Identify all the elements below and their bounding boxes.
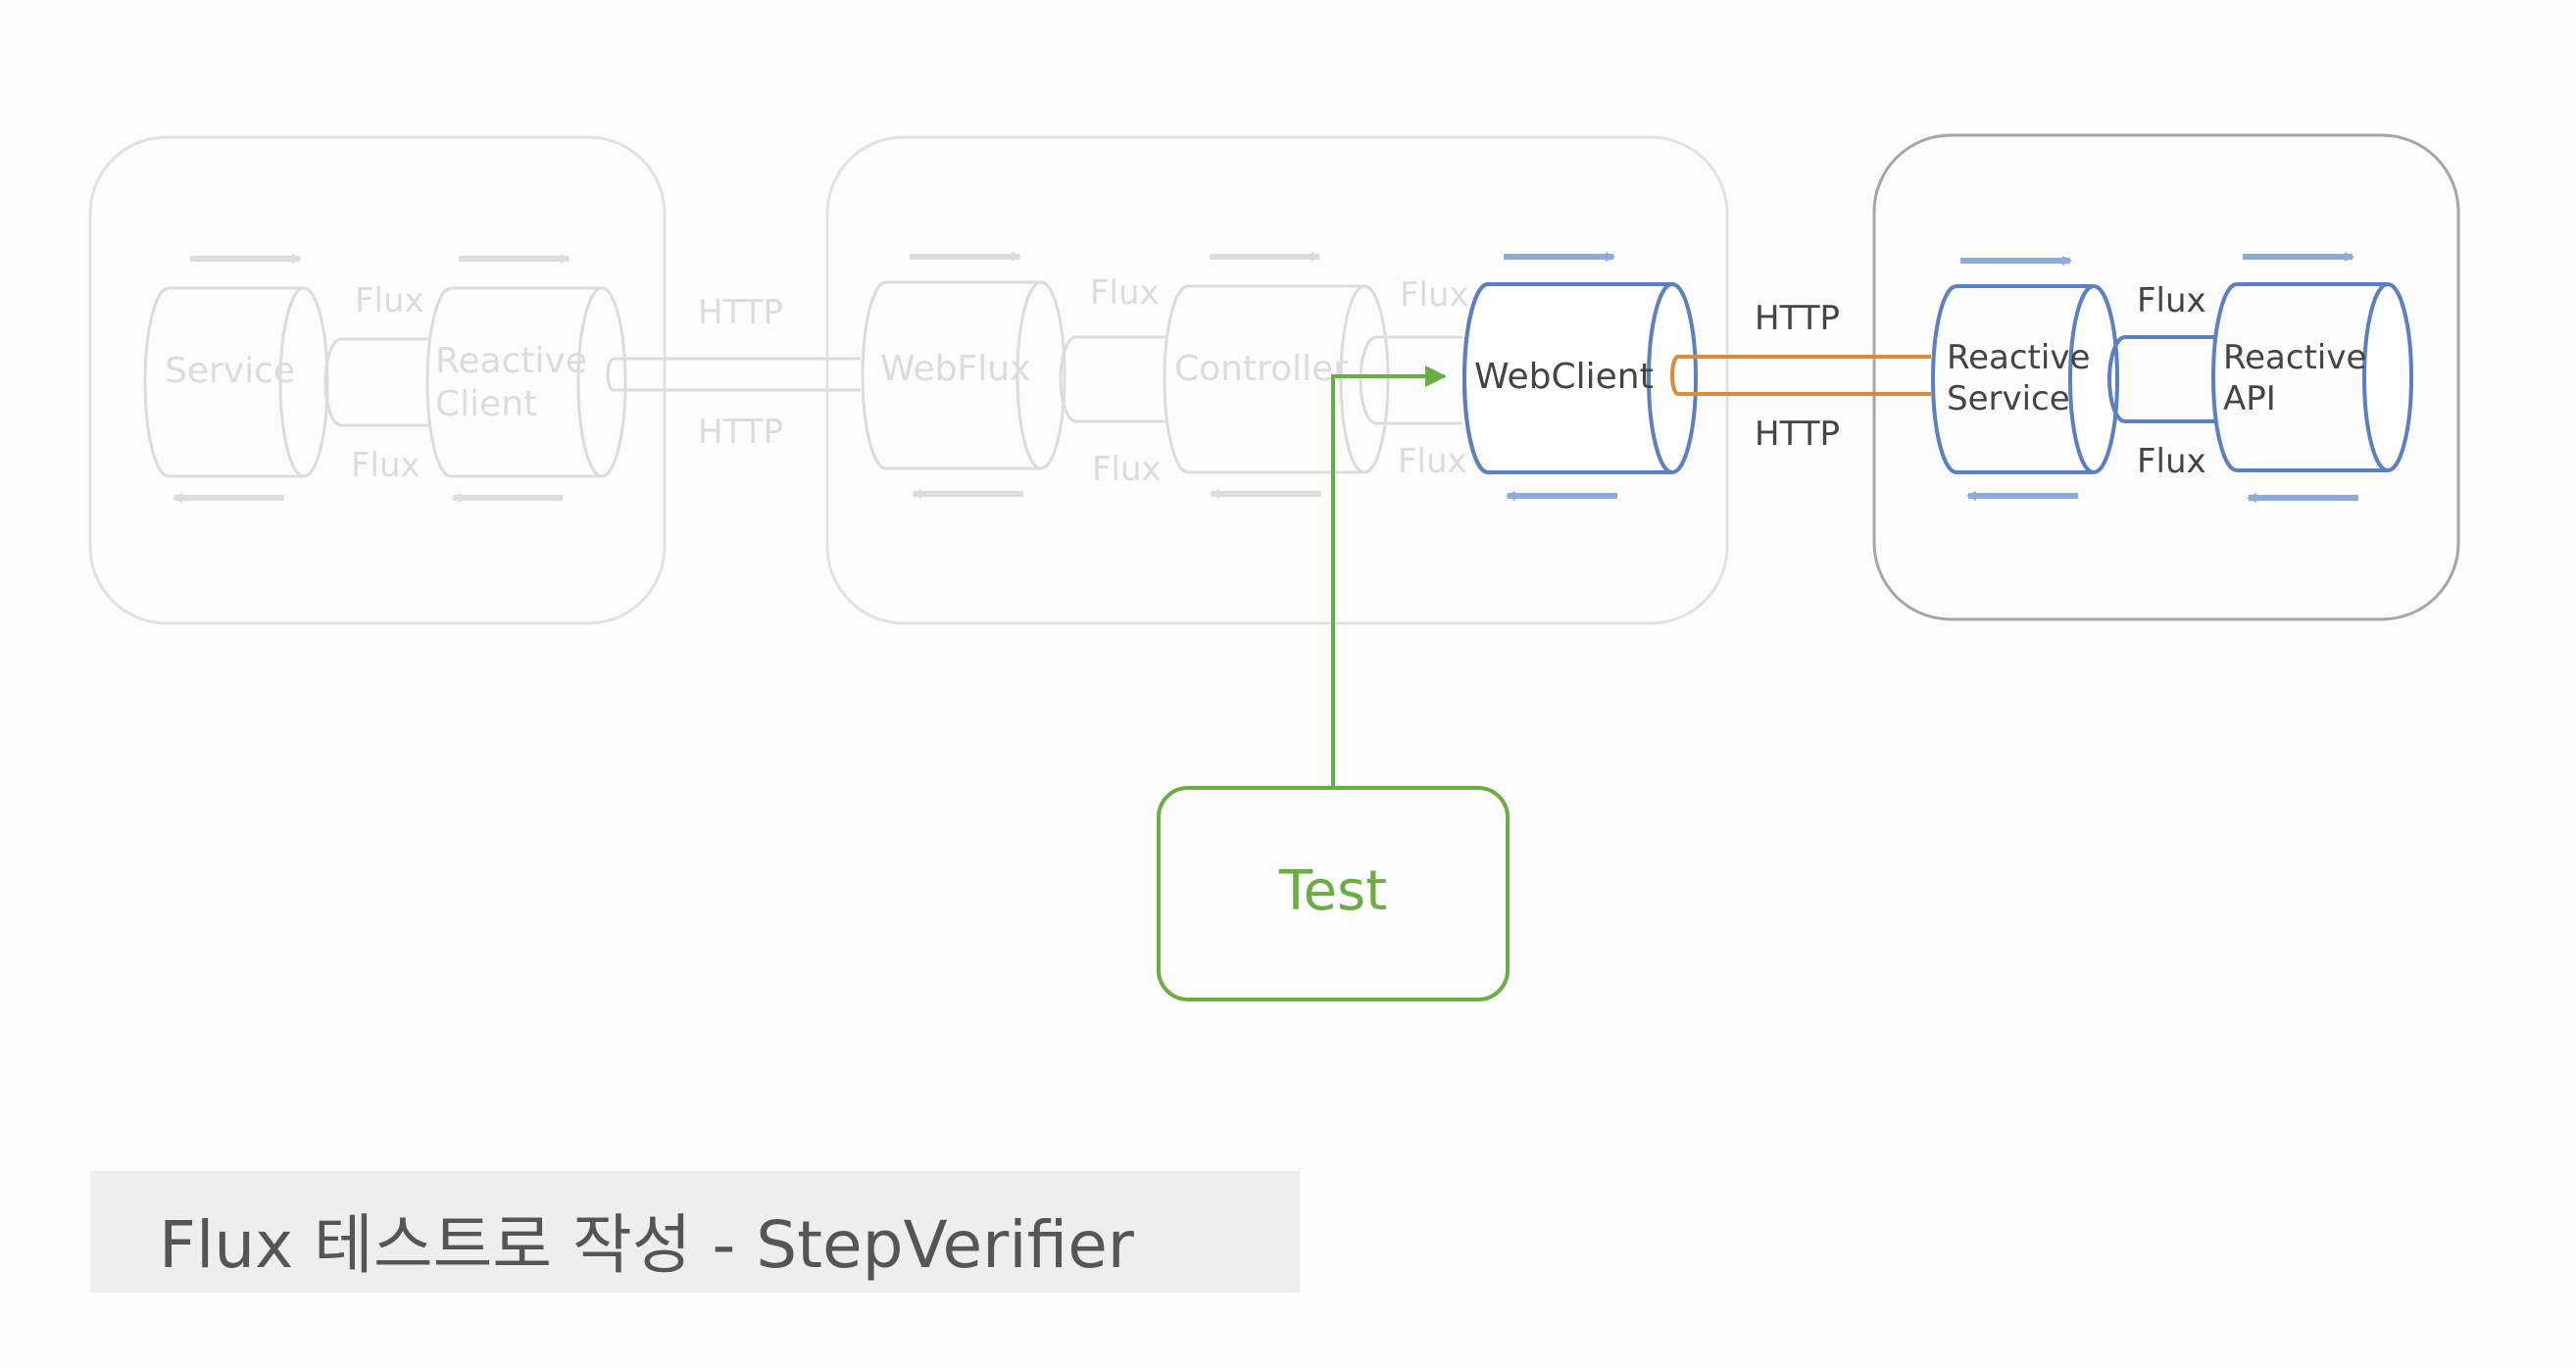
flux-label-1a: Flux bbox=[355, 281, 424, 320]
http-label-active-bottom: HTTP bbox=[1755, 415, 1840, 454]
reactive-api-container bbox=[1872, 133, 2460, 621]
flux-label-3b: Flux bbox=[1398, 442, 1467, 481]
flux-connector-1 bbox=[323, 337, 429, 427]
flux-label-4a: Flux bbox=[2137, 281, 2206, 320]
http-pipe-faded bbox=[606, 357, 861, 392]
reactive-api-label-2: API bbox=[2223, 379, 2276, 418]
http-pipe-active bbox=[1670, 355, 1931, 396]
service-cylinder: Service bbox=[143, 286, 329, 478]
service-label: Service bbox=[165, 351, 295, 391]
reactive-client-cylinder: Reactive Client bbox=[425, 286, 627, 478]
caption-title: Flux 테스트로 작성 - StepVerifier bbox=[159, 1207, 1134, 1283]
flux-label-4b: Flux bbox=[2137, 442, 2206, 481]
webflux-cylinder: WebFlux bbox=[861, 280, 1066, 470]
reactive-api-cylinder: Reactive API bbox=[2211, 282, 2413, 472]
test-box bbox=[1157, 786, 1510, 1002]
reactive-api-label-1: Reactive bbox=[2223, 338, 2366, 377]
reactive-client-label-1: Reactive bbox=[435, 341, 587, 381]
client-app-container bbox=[88, 135, 667, 625]
caption-bar: Flux 테스트로 작성 - StepVerifier bbox=[90, 1171, 1300, 1293]
webclient-label: WebClient bbox=[1474, 357, 1654, 397]
controller-label: Controller bbox=[1174, 349, 1348, 389]
flux-label-1b: Flux bbox=[351, 446, 421, 485]
webflux-label: WebFlux bbox=[880, 349, 1030, 389]
reactive-service-label-2: Service bbox=[1947, 379, 2070, 418]
test-label: Test bbox=[1278, 859, 1387, 923]
http-label-faded-bottom: HTTP bbox=[698, 413, 783, 452]
http-label-faded-top: HTTP bbox=[698, 293, 783, 332]
reactive-service-label-1: Reactive bbox=[1947, 338, 2090, 377]
flux-label-2a: Flux bbox=[1090, 273, 1160, 313]
flux-label-3a: Flux bbox=[1400, 275, 1469, 315]
reactive-client-label-2: Client bbox=[435, 384, 537, 424]
flux-connector-3 bbox=[1359, 335, 1462, 425]
flux-connector-2 bbox=[1059, 335, 1166, 423]
flux-label-2b: Flux bbox=[1092, 450, 1162, 489]
http-label-active-top: HTTP bbox=[1755, 299, 1840, 338]
flux-connector-4 bbox=[2107, 335, 2215, 423]
reactive-service-cylinder: Reactive Service bbox=[1931, 284, 2119, 474]
webclient-cylinder: WebClient bbox=[1462, 282, 1698, 474]
test-to-webclient-arrow bbox=[1331, 366, 1447, 786]
webflux-app-container bbox=[825, 135, 1729, 625]
controller-cylinder: Controller bbox=[1163, 284, 1390, 474]
